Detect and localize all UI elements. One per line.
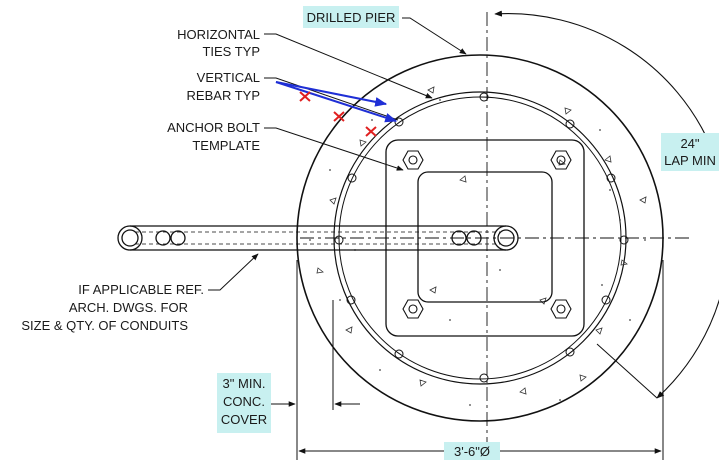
lap-highlight [661,133,719,171]
anchor-bolt-label-line1: ANCHOR BOLT [167,120,260,135]
markup-arrows [275,81,398,123]
dimension-extension-lines [296,260,664,460]
cover-label-line2: CONC. [223,394,265,409]
conduit-label-line3: SIZE & QTY. OF CONDUITS [21,318,188,333]
drilled-pier-label: DRILLED PIER [307,10,396,25]
vertical-rebar-label-line1: VERTICAL [197,70,260,85]
cover-label-line1: 3" MIN. [223,376,266,391]
center-lines [300,12,690,462]
cover-label-line3: COVER [221,412,267,427]
lap-label-line1: 24" [680,136,699,151]
lap-label-line2: LAP MIN [664,153,716,168]
anchor-bolt-label-line2: TEMPLATE [192,138,260,153]
markup-x-marks [299,91,377,137]
diameter-label: 3'-6"Ø [454,444,490,459]
cover-highlight [217,373,271,433]
lap-extension-line [596,343,658,399]
conduit-label-line2: ARCH. DWGS. FOR [69,300,188,315]
lap-dimension-arc [494,10,719,399]
leader-lines [208,17,467,291]
horizontal-ties-label-line2: TIES TYP [202,44,260,59]
horizontal-ties-label-line1: HORIZONTAL [177,27,260,42]
diameter-highlight [444,442,500,460]
drilled-pier-highlight [303,6,399,28]
vertical-rebar-label-line2: REBAR TYP [187,88,260,103]
conduit-label-line1: IF APPLICABLE REF. [78,282,204,297]
anchor-bolt-template-inner [417,171,553,303]
concrete-hatch [316,86,647,395]
